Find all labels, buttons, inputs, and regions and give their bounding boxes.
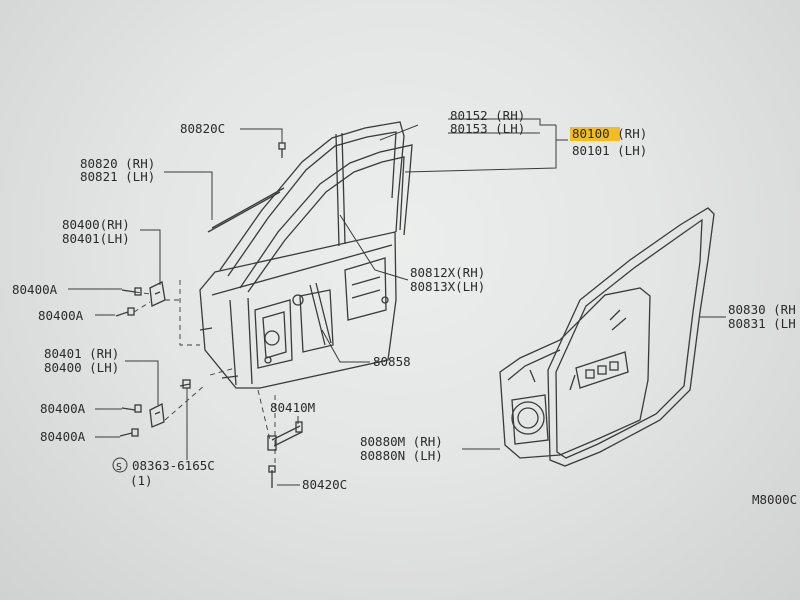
pin-drawing — [268, 465, 276, 488]
label-80820c: 80820C — [180, 121, 225, 136]
label-quantity: (1) — [130, 473, 153, 488]
label-80880m-rh: 80880M (RH) — [360, 434, 443, 449]
label-80830-rh: 80830 (RH — [728, 302, 796, 317]
label-80401-lh: 80401(LH) — [62, 231, 130, 246]
door-check-drawing — [267, 421, 303, 451]
label-80100-rh: 80100 (RH) — [572, 126, 647, 141]
label-80821-lh: 80821 (LH) — [80, 169, 155, 184]
label-80152-rh: 80152 (RH) — [450, 108, 525, 123]
bolts-drawing — [115, 287, 191, 437]
label-80400-lh: 80400 (LH) — [44, 360, 119, 375]
label-80812x-rh: 80812X(RH) — [410, 265, 485, 280]
label-80400a-4: 80400A — [40, 429, 86, 444]
leader-lines — [68, 118, 726, 486]
door-shell-drawing — [199, 121, 413, 389]
part-highlight — [570, 127, 620, 141]
weatherstrip-drawing — [207, 191, 281, 233]
door-trim-drawing — [499, 287, 651, 459]
label-80400a-2: 80400A — [38, 308, 84, 323]
label-80420c: 80420C — [302, 477, 347, 492]
label-80153-lh: 80153 (LH) — [450, 121, 525, 136]
label-80401-rh: 80401 (RH) — [44, 346, 119, 361]
hinge-upper-drawing — [149, 281, 166, 307]
label-80410m: 80410M — [270, 400, 315, 415]
label-80858: 80858 — [373, 354, 411, 369]
clip-drawing — [278, 142, 286, 158]
label-m8000c: M8000C — [752, 492, 797, 507]
label-80880n-lh: 80880N (LH) — [360, 448, 443, 463]
screw-symbol-circle — [112, 457, 128, 473]
label-80831-lh: 80831 (LH — [728, 316, 796, 331]
label-80400a-1: 80400A — [12, 282, 58, 297]
screw-symbol: S — [116, 462, 122, 473]
label-80813x-lh: 80813X(LH) — [410, 279, 485, 294]
label-80400-rh: 80400(RH) — [62, 217, 130, 232]
label-80400a-3: 80400A — [40, 401, 86, 416]
phantom-lines — [133, 280, 276, 465]
hinge-lower-drawing — [149, 403, 165, 428]
label-80820-rh: 80820 (RH) — [80, 156, 155, 171]
door-seal-drawing — [547, 207, 715, 467]
label-08363-6165c: 08363-6165C — [132, 458, 215, 473]
label-80101-lh: 80101 (LH) — [572, 143, 647, 158]
